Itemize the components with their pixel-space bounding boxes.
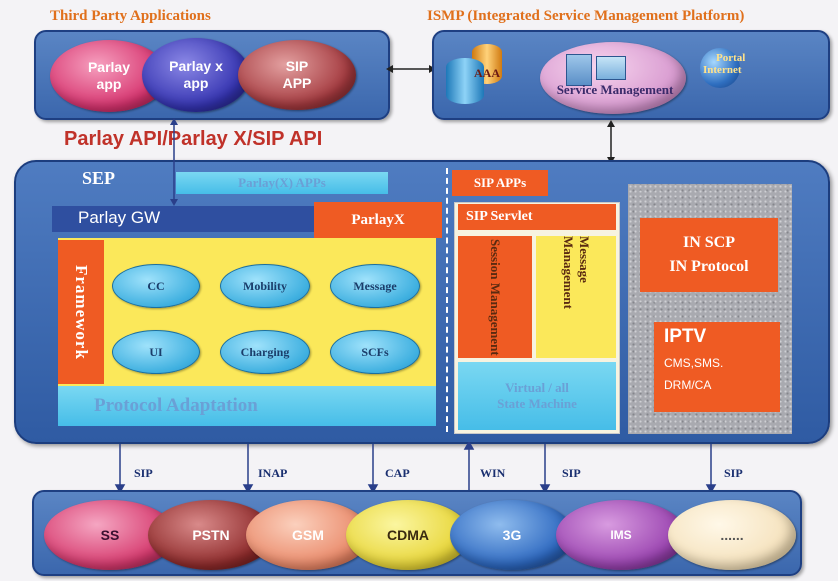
aaa-database-icon bbox=[446, 44, 506, 106]
virtual-sm-line1: Virtual / all bbox=[505, 380, 569, 395]
protocol-label-sip-3: SIP bbox=[724, 466, 743, 480]
framework-box[interactable]: Framework bbox=[58, 240, 104, 384]
iptv-box[interactable]: IPTV CMS,SMS. DRM/CA bbox=[654, 322, 780, 412]
charging-label: Charging bbox=[240, 344, 290, 359]
sip-apps-label: SIP APPs bbox=[473, 175, 527, 190]
in-scp-label: IN SCP bbox=[682, 234, 735, 251]
protocol-label-cap: CAP bbox=[385, 466, 410, 480]
parlay-app-line1: Parlay bbox=[87, 59, 131, 75]
virtual-sm-line2: State Machine bbox=[497, 396, 577, 411]
network-other[interactable]: ...... bbox=[668, 500, 796, 570]
scfs-label: SCFs bbox=[361, 344, 389, 359]
mobility-ellipse[interactable]: Mobility bbox=[220, 264, 310, 308]
server-icon bbox=[566, 54, 592, 86]
protocol-connectors bbox=[114, 442, 717, 492]
network-gsm-label: GSM bbox=[292, 526, 324, 543]
parlayx-box[interactable]: ParlayX bbox=[314, 202, 442, 238]
protocol-label-win: WIN bbox=[480, 466, 506, 480]
network-pstn-label: PSTN bbox=[192, 526, 230, 543]
message-label: Message bbox=[353, 278, 397, 293]
third-party-title: Third Party Applications bbox=[50, 8, 211, 24]
network-ims-label: IMS bbox=[610, 527, 632, 542]
sip-servlet-label: SIP Servlet bbox=[466, 209, 533, 224]
parlay-apps-box[interactable]: Parlay(X) APPs bbox=[176, 172, 388, 194]
charging-ellipse[interactable]: Charging bbox=[220, 330, 310, 374]
session-management-box[interactable]: Session Management bbox=[458, 236, 532, 358]
protocol-label-sip-2: SIP bbox=[562, 466, 581, 480]
monitor-icon bbox=[596, 56, 626, 80]
message-management-box[interactable]: Message Management bbox=[536, 236, 616, 358]
in-scp-box[interactable]: IN SCP IN Protocol bbox=[640, 218, 778, 292]
protocol-adaptation-box[interactable]: Protocol Adaptation bbox=[58, 386, 436, 426]
sip-app-line2: APP bbox=[282, 75, 312, 91]
globe-icon bbox=[700, 48, 740, 88]
message-ellipse[interactable]: Message bbox=[330, 264, 420, 308]
top-panels-connector bbox=[386, 65, 436, 73]
sep-divider bbox=[446, 168, 448, 432]
internet-label: Internet bbox=[703, 64, 742, 76]
api-connector bbox=[170, 118, 178, 206]
protocol-label-sip-1: SIP bbox=[134, 466, 153, 480]
parlay-apps-label: Parlay(X) APPs bbox=[238, 175, 326, 190]
parlay-gw-label: Parlay GW bbox=[78, 208, 161, 227]
cms-sms-label: CMS,SMS. bbox=[664, 356, 724, 370]
message-management-label: Message Management bbox=[561, 236, 592, 309]
portal-label: Portal bbox=[716, 52, 746, 64]
network-ss-label: SS bbox=[100, 526, 120, 543]
protocol-label-inap: INAP bbox=[258, 466, 288, 480]
network-cdma-label: CDMA bbox=[387, 526, 429, 543]
ismp-sep-connector bbox=[607, 120, 615, 164]
parlay-app-line2: app bbox=[96, 76, 122, 92]
network-3g-label: 3G bbox=[502, 526, 522, 543]
network-other-label: ...... bbox=[720, 526, 744, 543]
in-protocol-label: IN Protocol bbox=[669, 258, 749, 275]
virtual-state-machine-box[interactable]: Virtual / all State Machine bbox=[458, 362, 616, 430]
protocol-adaptation-label: Protocol Adaptation bbox=[94, 395, 258, 416]
ui-ellipse[interactable]: UI bbox=[112, 330, 200, 374]
network-ims[interactable]: IMS bbox=[556, 500, 686, 570]
sep-label: SEP bbox=[82, 168, 116, 188]
iptv-label: IPTV bbox=[664, 326, 707, 347]
drm-ca-label: DRM/CA bbox=[664, 378, 712, 392]
service-management-label: Service Management bbox=[556, 82, 674, 97]
sip-servlet-box[interactable]: SIP Servlet bbox=[458, 204, 616, 230]
network-cdma[interactable]: CDMA bbox=[346, 500, 470, 570]
ui-label: UI bbox=[149, 344, 163, 359]
framework-label: Framework bbox=[72, 264, 91, 360]
ismp-title: ISMP (Integrated Service Management Plat… bbox=[427, 8, 745, 24]
parlay-x-app-line1: Parlay x bbox=[169, 58, 223, 74]
cc-label: CC bbox=[147, 278, 165, 293]
scfs-ellipse[interactable]: SCFs bbox=[330, 330, 420, 374]
parlayx-label: ParlayX bbox=[351, 211, 405, 228]
session-management-label: Session Management bbox=[488, 238, 503, 356]
cc-ellipse[interactable]: CC bbox=[112, 264, 200, 308]
aaa-label: AAA bbox=[474, 66, 500, 80]
sip-apps-box[interactable]: SIP APPs bbox=[452, 170, 548, 196]
network-3g[interactable]: 3G bbox=[450, 500, 574, 570]
sip-app-line1: SIP bbox=[285, 58, 309, 74]
api-title: Parlay API/Parlay X/SIP API bbox=[64, 128, 323, 150]
parlay-x-app-line2: app bbox=[183, 75, 209, 91]
mobility-label: Mobility bbox=[243, 278, 287, 293]
